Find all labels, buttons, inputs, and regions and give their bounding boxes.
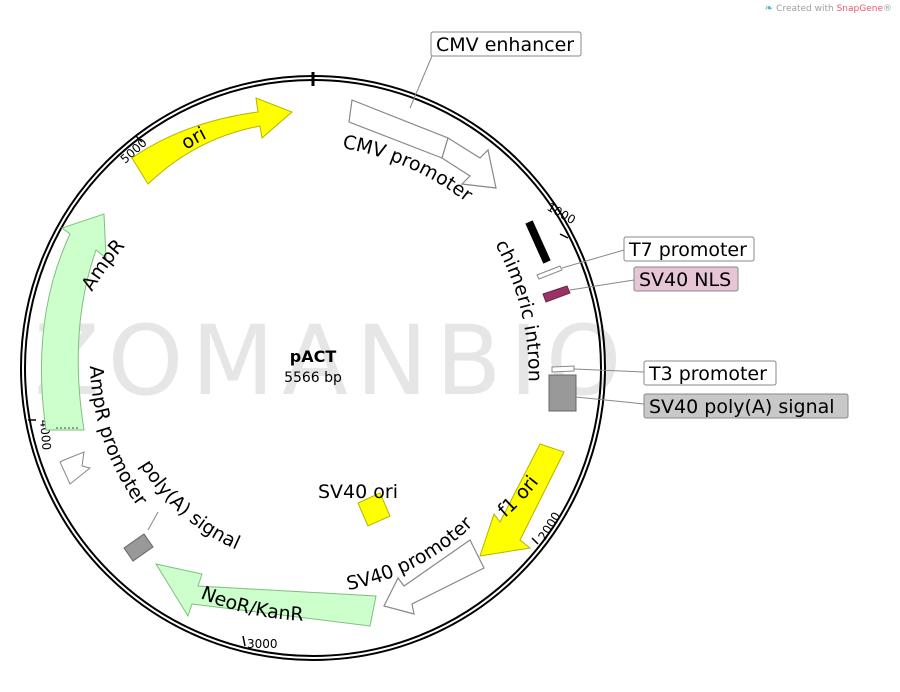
sv40-polya-feature — [548, 374, 577, 412]
credit-brand: SnapGene — [836, 4, 883, 14]
sv40-polya-label-box — [643, 393, 849, 419]
ampr-promoter-feature — [59, 451, 92, 485]
tick-label-3000: 3000 — [247, 637, 278, 651]
sv40-nls-label-box — [633, 266, 739, 292]
polya-signal-label: poly(A) signal — [136, 456, 244, 554]
sv40-nls-leader — [569, 279, 635, 291]
tick-5000 — [135, 135, 143, 143]
credit-suffix: ® — [883, 4, 892, 14]
t7-promoter-leader — [561, 249, 625, 269]
sv40-promoter-feature — [383, 539, 485, 615]
t3-promoter-feature — [551, 365, 575, 373]
t7-promoter-label-box — [623, 236, 755, 262]
cmv-enhancer-label: CMV enhancer — [436, 34, 574, 56]
sv40-polya-label: SV40 poly(A) signal — [649, 396, 835, 418]
t7-promoter-label: T7 promoter — [628, 239, 747, 261]
polya-signal-feature — [123, 533, 154, 562]
credit-prefix: Created with — [776, 4, 837, 14]
t3-promoter-label: T3 promoter — [648, 363, 767, 385]
plasmid-size: 5566 bp — [284, 370, 342, 386]
t3-promoter-leader — [573, 368, 645, 373]
sv40-ori-label: SV40 ori — [318, 481, 398, 503]
sv40-nls-feature — [542, 285, 571, 303]
t7-promoter-feature — [536, 265, 563, 280]
tick-2000 — [531, 537, 539, 545]
f1-ori-feature — [479, 443, 565, 557]
chimeric-intron-feature — [525, 220, 551, 264]
sv40-ori-feature — [357, 492, 391, 527]
neor-kanr-feature — [154, 563, 377, 627]
tick-3000 — [242, 635, 246, 647]
sv40-polya-leader — [575, 396, 645, 405]
cmv-enhancer-label-box — [430, 31, 582, 57]
cmv-promoter-feature — [441, 137, 497, 189]
watermark: ZOMANBIO — [34, 305, 629, 417]
polya-signal-leader — [147, 511, 159, 531]
ori-feature — [131, 97, 293, 185]
snapgene-leaf-icon: ❧ — [764, 3, 774, 14]
t3-promoter-label-box — [643, 360, 777, 386]
cmv-enhancer-leader — [409, 55, 433, 109]
sv40-nls-label: SV40 NLS — [639, 269, 731, 291]
snapgene-credit: ❧Created with SnapGene® — [765, 3, 892, 14]
plasmid-name: pACT — [290, 347, 337, 366]
ampr-feature — [40, 213, 107, 431]
tick-1000 — [559, 233, 569, 239]
